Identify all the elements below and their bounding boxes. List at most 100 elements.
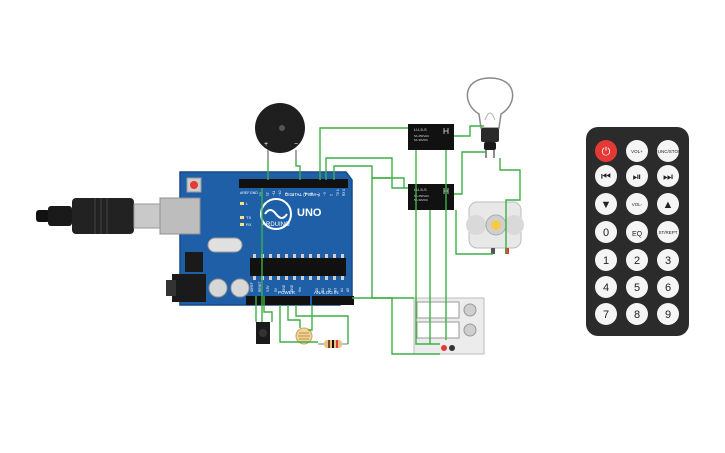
vol-up-button-cap[interactable] bbox=[626, 140, 648, 162]
vol-down-button[interactable]: VOL- bbox=[626, 193, 648, 215]
pin-label: TX 1 bbox=[336, 189, 340, 196]
key-7-button-cap[interactable] bbox=[595, 303, 617, 325]
dc-motor[interactable] bbox=[466, 201, 524, 254]
key-6-button-cap[interactable] bbox=[657, 276, 679, 298]
arduino-logo bbox=[260, 198, 292, 230]
key-9-button-cap[interactable] bbox=[657, 303, 679, 325]
prev-button[interactable]: ⏮ bbox=[595, 165, 617, 187]
key-1-button[interactable]: 1 bbox=[595, 249, 617, 271]
key-4-button[interactable]: 4 bbox=[595, 276, 617, 298]
power-button-cap[interactable] bbox=[595, 140, 617, 162]
usb-plug-body bbox=[72, 198, 134, 234]
func-stop-button[interactable]: FUNC/STOP bbox=[655, 140, 681, 162]
power-header-label: POWER bbox=[278, 290, 296, 295]
power-jack bbox=[172, 274, 206, 302]
st-rept-button[interactable]: ST/REPT bbox=[657, 221, 679, 243]
analog-header[interactable] bbox=[312, 296, 354, 305]
usb-cable[interactable] bbox=[36, 198, 161, 234]
wire-buzzer-minus[interactable] bbox=[295, 160, 301, 180]
eq-button-cap[interactable] bbox=[626, 221, 648, 243]
eq-button[interactable]: EQ bbox=[626, 221, 648, 243]
module-knob-2[interactable] bbox=[463, 323, 477, 337]
key-6-button[interactable]: 6 bbox=[657, 276, 679, 298]
down-button-cap[interactable] bbox=[595, 193, 617, 215]
pin-label: ~3 bbox=[323, 192, 327, 196]
wire-relay2-bulb[interactable] bbox=[454, 151, 486, 195]
pin-label: 4 bbox=[317, 194, 321, 196]
arduino-uno-board[interactable]: ARDUINO UNO DIGITAL (PWM~) POWER ANALOG … bbox=[159, 171, 354, 306]
pushbutton[interactable] bbox=[256, 322, 270, 344]
key-4-button-cap[interactable] bbox=[595, 276, 617, 298]
digital-header-left[interactable] bbox=[239, 179, 317, 188]
down-button[interactable]: ▼ bbox=[595, 193, 617, 215]
key-0-button-cap[interactable] bbox=[595, 221, 617, 243]
relay-2[interactable]: LU-5-S 5A 250VAC 5A 30VDC bbox=[408, 184, 454, 210]
wire-motor-power[interactable] bbox=[499, 158, 521, 254]
wire-analog-photoresistor[interactable] bbox=[308, 305, 313, 331]
piezo-buzzer[interactable]: + − bbox=[255, 103, 305, 160]
power-button[interactable]: ⏻ bbox=[595, 140, 617, 162]
vol-down-button-cap[interactable] bbox=[626, 193, 648, 215]
key-5-button[interactable]: 5 bbox=[626, 276, 648, 298]
led-tx-label: TX bbox=[246, 215, 251, 220]
wire-pushbutton-signal[interactable] bbox=[263, 296, 273, 322]
key-0-button[interactable]: 0 bbox=[595, 221, 617, 243]
key-5-button-cap[interactable] bbox=[626, 276, 648, 298]
up-button[interactable]: ▲ bbox=[657, 193, 679, 215]
module-terminal-2[interactable] bbox=[449, 345, 455, 351]
key-3-button[interactable]: 3 bbox=[657, 249, 679, 271]
key-7-button[interactable]: 7 bbox=[595, 303, 617, 325]
up-button-cap[interactable] bbox=[657, 193, 679, 215]
play-pause-button[interactable]: ⏯ bbox=[626, 165, 648, 187]
power-header[interactable] bbox=[246, 296, 310, 305]
wire-module-bus[interactable] bbox=[371, 177, 440, 355]
wire-photoresistor-a[interactable] bbox=[287, 305, 301, 328]
wire-gnd-resistor[interactable] bbox=[279, 305, 318, 343]
led-rx bbox=[240, 223, 244, 226]
func-stop-button-cap[interactable] bbox=[657, 140, 679, 162]
atmega-chip bbox=[250, 258, 346, 276]
wire-photoresistor-b[interactable] bbox=[295, 305, 349, 344]
light-bulb[interactable] bbox=[466, 77, 514, 158]
wire-motor-gnd[interactable] bbox=[455, 210, 493, 255]
led-l bbox=[240, 202, 244, 205]
key-8-button-cap[interactable] bbox=[626, 303, 648, 325]
pin-label: ~11 bbox=[272, 191, 276, 196]
key-8-button[interactable]: 8 bbox=[626, 303, 648, 325]
breadboard-module[interactable] bbox=[413, 297, 485, 355]
wire-relay1-bulb[interactable] bbox=[454, 125, 484, 137]
key-2-button-cap[interactable] bbox=[626, 249, 648, 271]
key-2-button[interactable]: 2 bbox=[626, 249, 648, 271]
prev-button-cap[interactable] bbox=[595, 165, 617, 187]
reset-button-cap[interactable] bbox=[190, 181, 198, 189]
key-3-button-cap[interactable] bbox=[657, 249, 679, 271]
pin-label: 2 bbox=[329, 194, 333, 196]
wires[interactable] bbox=[255, 125, 521, 355]
play-pause-button-cap[interactable] bbox=[626, 165, 648, 187]
wire-relay2-coil[interactable] bbox=[333, 165, 405, 188]
key-1-button-cap[interactable] bbox=[595, 249, 617, 271]
bulb-base bbox=[481, 128, 499, 142]
relay-1[interactable]: LU-5-S 5A 250VAC 5A 30VDC bbox=[408, 124, 454, 150]
photoresistor[interactable] bbox=[295, 327, 313, 345]
resistor[interactable] bbox=[318, 340, 348, 348]
next-button[interactable]: ⏭ bbox=[657, 165, 679, 187]
key-9-button[interactable]: 9 bbox=[657, 303, 679, 325]
power-icon: ⏻ bbox=[602, 146, 611, 158]
relay-1-body bbox=[408, 124, 454, 150]
next-button-cap[interactable] bbox=[657, 165, 679, 187]
module-knob-1[interactable] bbox=[463, 303, 477, 317]
key-2-button-label: 2 bbox=[634, 255, 640, 267]
relay-2-spec1: 5A 250VAC bbox=[414, 194, 430, 198]
wire-relay1-signal[interactable] bbox=[319, 127, 408, 180]
vol-up-button[interactable]: VOL+ bbox=[626, 140, 648, 162]
wire-relay1-module[interactable] bbox=[415, 150, 440, 345]
st-rept-button-cap[interactable] bbox=[657, 221, 679, 243]
wire-relay2-signal[interactable] bbox=[325, 157, 408, 189]
digital-header-right[interactable] bbox=[296, 179, 348, 188]
gnd-label: GND bbox=[250, 191, 258, 195]
module-terminal-1[interactable] bbox=[441, 345, 447, 351]
